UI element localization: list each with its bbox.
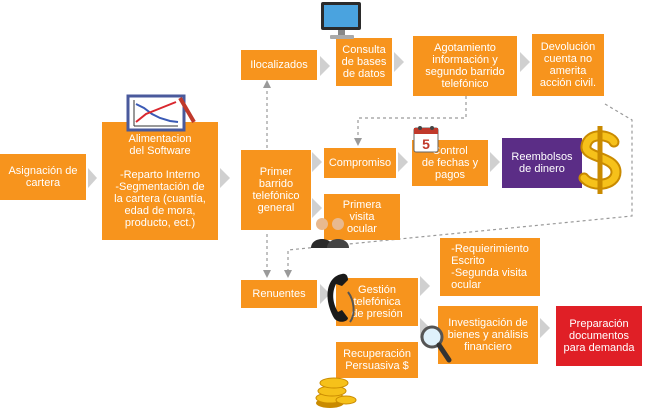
monitor-icon bbox=[321, 2, 361, 39]
node-control: Control de fechas y pagos bbox=[412, 140, 488, 186]
arrowhead-down-compromiso bbox=[354, 138, 362, 146]
arrowhead-down-renuentes bbox=[263, 270, 271, 278]
arrow-investigacion-preparacion bbox=[540, 318, 550, 338]
arrow-asignacion-alimentacion bbox=[88, 168, 97, 188]
node-devolucion: Devolución cuenta no amerita acción civi… bbox=[532, 34, 604, 96]
node-alimentacion: Alimentacion del Software -Reparto Inter… bbox=[102, 122, 218, 240]
arrow-alimentacion-barrido bbox=[220, 168, 230, 188]
node-primera-visita: Primera visita ocular bbox=[324, 194, 400, 240]
arrow-barrido-visita bbox=[312, 198, 322, 218]
node-recuperacion: Recuperación Persuasiva $ bbox=[336, 342, 418, 378]
node-ilocalizados: Ilocalizados bbox=[241, 50, 317, 80]
arrow-control-reembolsos bbox=[490, 152, 500, 172]
node-primer-barrido: Primer barrido telefónico general bbox=[241, 150, 311, 230]
dashed-agotamiento-compromiso bbox=[357, 96, 467, 140]
people-icon bbox=[311, 218, 349, 248]
node-asignacion: Asignación de cartera bbox=[0, 154, 86, 200]
arrowhead-up-ilocalizados bbox=[263, 80, 271, 88]
arrow-compromiso-control bbox=[398, 152, 408, 172]
node-requerimiento: -Requierimiento Escrito -Segunda visita … bbox=[440, 238, 540, 296]
arrowhead-down-renuentes-2 bbox=[284, 270, 292, 278]
arrow-agotamiento-devolucion bbox=[520, 52, 530, 72]
node-preparacion: Preparación documentos para demanda bbox=[556, 306, 642, 366]
arrow-renuentes-gestion bbox=[320, 284, 330, 304]
telephone-icon bbox=[327, 273, 355, 323]
dashed-arrowheads bbox=[263, 80, 362, 278]
node-compromiso: Compromiso bbox=[324, 148, 396, 178]
dollar-sign-icon bbox=[578, 126, 622, 194]
calendar-icon: 5 bbox=[413, 126, 439, 153]
node-reembolsos: Reembolsos de dinero bbox=[502, 138, 582, 188]
dashed-connectors bbox=[266, 86, 633, 272]
arrow-ilocalizados-consulta bbox=[320, 56, 330, 76]
dashed-devolucion-renuentes bbox=[287, 103, 633, 272]
calendar-number: 5 bbox=[422, 136, 430, 152]
node-gestion: Gestión telefónica de presión bbox=[336, 278, 418, 326]
node-consulta: Consulta de bases de datos bbox=[336, 38, 392, 86]
magnifier-icon bbox=[420, 325, 452, 363]
arrow-barrido-compromiso bbox=[312, 152, 322, 172]
arrow-consulta-agotamiento bbox=[394, 52, 404, 72]
node-agotamiento: Agotamiento información y segundo barrid… bbox=[413, 36, 517, 96]
node-renuentes: Renuentes bbox=[241, 280, 317, 308]
arrow-gestion-requerimiento bbox=[420, 276, 430, 296]
chart-board-icon bbox=[126, 94, 196, 132]
coins-icon bbox=[315, 377, 357, 408]
node-investigacion: Investigación de bienes y análisis finan… bbox=[438, 306, 538, 364]
